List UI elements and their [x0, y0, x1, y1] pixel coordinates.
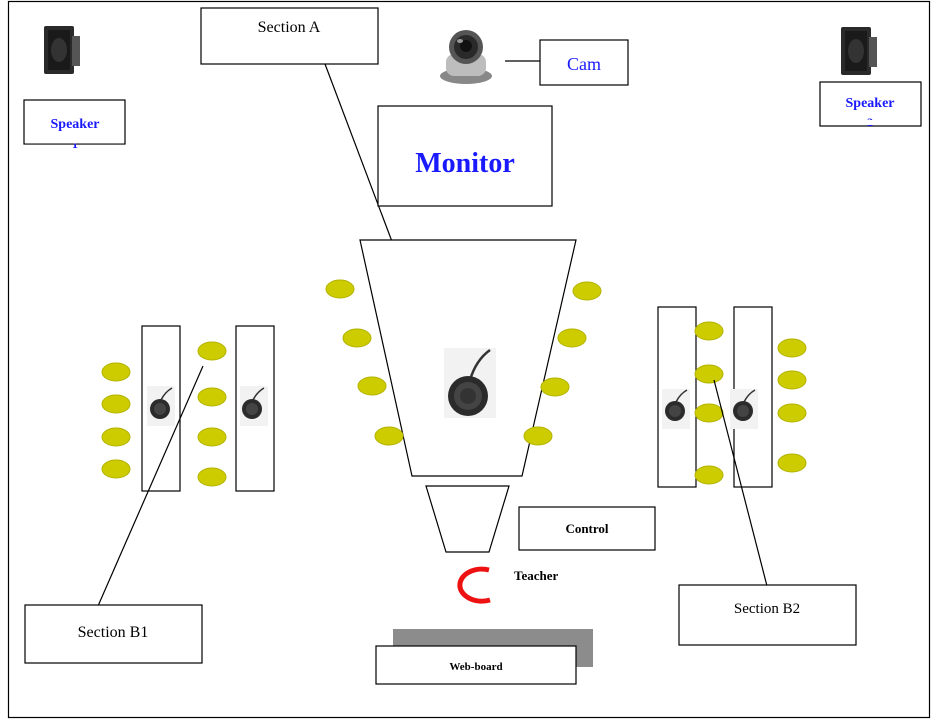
section-b2-leader-line [713, 379, 768, 587]
microphone-icon [662, 389, 690, 429]
seat [694, 321, 724, 341]
speaker-1-number: 1 [72, 137, 78, 151]
seat [342, 328, 372, 348]
seat [540, 377, 570, 397]
seat [101, 362, 131, 382]
seat [777, 403, 807, 423]
camera-icon [440, 30, 492, 84]
section-b2-seats [694, 321, 807, 485]
seat [694, 403, 724, 423]
speaker-2-label-box [819, 81, 922, 127]
speaker-1-label: Speaker [51, 117, 100, 132]
teacher-podium [425, 485, 510, 553]
section-b1-seats [101, 341, 227, 487]
seat [197, 427, 227, 447]
seat [557, 328, 587, 348]
cam-label-box [539, 39, 629, 86]
section-a-leader-line [324, 63, 403, 269]
web-board-label: Web-board [449, 661, 502, 673]
seat [777, 370, 807, 390]
seat [357, 376, 387, 396]
section-b1-label: Section B1 [78, 624, 149, 641]
seat [101, 394, 131, 414]
seat [197, 467, 227, 487]
seat [101, 459, 131, 479]
section-b2-label: Section B2 [734, 601, 800, 617]
control-label: Control [565, 521, 608, 536]
section-b2-label-box [678, 584, 857, 646]
monitor-label: Monitor [415, 148, 515, 179]
room-border [7, 0, 931, 719]
section-a-seats [325, 279, 602, 446]
web-board-box [375, 645, 577, 685]
section-b1-leader-line [97, 365, 204, 607]
seat [523, 426, 553, 446]
section-a-label-box [200, 7, 379, 65]
speaker-1-label-box [23, 99, 126, 145]
teacher-label: Teacher [514, 568, 559, 583]
seat [694, 465, 724, 485]
microphone-icon [730, 389, 758, 429]
speaker-icon [841, 27, 877, 75]
seat [197, 341, 227, 361]
seat [777, 338, 807, 358]
seat [694, 364, 724, 384]
section-b1-label-box [24, 604, 203, 664]
seat [777, 453, 807, 473]
section-a-label: Section A [258, 19, 321, 36]
monitor-box [377, 105, 553, 207]
teacher-position-arc [457, 566, 491, 604]
seat [101, 427, 131, 447]
seat [197, 387, 227, 407]
microphone-icon [444, 348, 496, 418]
microphone-icon [147, 386, 175, 426]
cam-label: Cam [567, 54, 601, 74]
seat [374, 426, 404, 446]
seat [325, 279, 355, 299]
speaker-icon [44, 26, 80, 74]
speaker-2-label: Speaker [846, 96, 895, 111]
seat [572, 281, 602, 301]
microphone-icon [240, 386, 268, 426]
control-box [518, 506, 656, 551]
